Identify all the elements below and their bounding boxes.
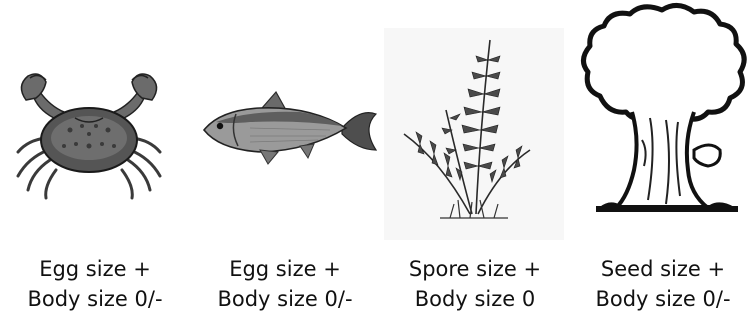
crab-icon: [0, 0, 190, 240]
organism-caption: Spore size + Body size 0: [380, 254, 570, 314]
tree-icon: [570, 0, 756, 240]
trait-line-2: Body size 0/-: [570, 284, 756, 314]
organism-panel-fish: Egg size + Body size 0/-: [190, 0, 380, 320]
trait-line-1: Egg size +: [190, 254, 380, 284]
organism-panel-crab: Egg size + Body size 0/-: [0, 0, 190, 320]
organism-caption: Egg size + Body size 0/-: [0, 254, 190, 314]
trait-line-2: Body size 0: [380, 284, 570, 314]
trait-line-2: Body size 0/-: [0, 284, 190, 314]
organism-caption: Seed size + Body size 0/-: [570, 254, 756, 314]
trait-line-1: Spore size +: [380, 254, 570, 284]
organism-panel-tree: Seed size + Body size 0/-: [570, 0, 756, 320]
trait-line-1: Seed size +: [570, 254, 756, 284]
trait-line-1: Egg size +: [0, 254, 190, 284]
organism-caption: Egg size + Body size 0/-: [190, 254, 380, 314]
fish-icon: [190, 0, 380, 240]
trait-line-2: Body size 0/-: [190, 284, 380, 314]
organism-panel-fern: Spore size + Body size 0: [380, 0, 570, 320]
fern-icon: [380, 0, 570, 240]
